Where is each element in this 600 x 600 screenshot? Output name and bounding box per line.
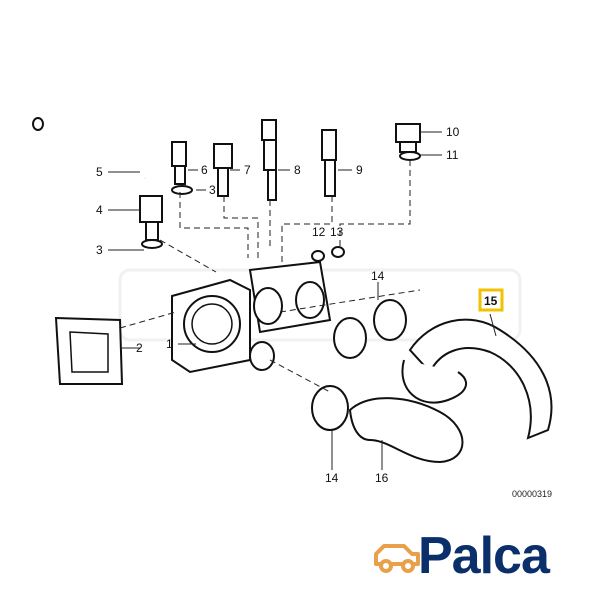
hose-clamp-14a-part[interactable]: [333, 299, 407, 359]
sensor-9-part[interactable]: [321, 129, 337, 197]
washer-12-part[interactable]: [311, 250, 325, 262]
callout-10: 10: [446, 125, 460, 139]
callout-7: 7: [244, 163, 251, 177]
upper-hose-15-part[interactable]: [401, 318, 553, 440]
temperature-switch-part[interactable]: [139, 195, 163, 249]
sensor-6-part[interactable]: [171, 141, 193, 195]
brand-name: Palca: [418, 527, 550, 585]
assembly-lines: [119, 160, 421, 393]
nut-13-part[interactable]: [331, 246, 345, 258]
callout-5: 5: [96, 165, 103, 179]
callout-12: 12: [312, 225, 326, 239]
lower-hose-16-part[interactable]: [348, 397, 464, 464]
callout-6: 6: [201, 163, 208, 177]
callout-14b: 14: [325, 471, 339, 485]
callout-14a: 14: [371, 269, 385, 283]
vent-hose-part[interactable]: [32, 115, 148, 180]
washer-11-part[interactable]: [399, 151, 421, 161]
callout-3a: 3: [96, 243, 103, 257]
callout-13: 13: [330, 225, 344, 239]
leader-lines: [108, 131, 497, 470]
brand-logo: Palca: [372, 524, 578, 588]
reference-code: 00000319: [512, 489, 552, 499]
callout-15: 15: [484, 294, 498, 308]
car-icon: [374, 544, 420, 573]
callout-4: 4: [96, 203, 103, 217]
callout-labels: 5 4 3 6 3 7 8 9 10 11 12 13 14 2 1 14 16…: [96, 125, 552, 499]
sensor-8-part[interactable]: [261, 119, 277, 201]
callout-3b: 3: [209, 183, 216, 197]
callout-8: 8: [294, 163, 301, 177]
sensor-7-part[interactable]: [213, 143, 233, 197]
thermostat-housing-part[interactable]: [171, 260, 332, 374]
callout-11: 11: [446, 148, 459, 162]
gasket-part[interactable]: [54, 316, 124, 385]
hose-clamp-14b-part[interactable]: [311, 385, 349, 431]
callout-2: 2: [136, 341, 143, 355]
callout-16: 16: [375, 471, 389, 485]
callout-1: 1: [166, 337, 173, 351]
highlight-box: [478, 288, 504, 312]
plug-part[interactable]: [395, 123, 421, 153]
callout-9: 9: [356, 163, 363, 177]
